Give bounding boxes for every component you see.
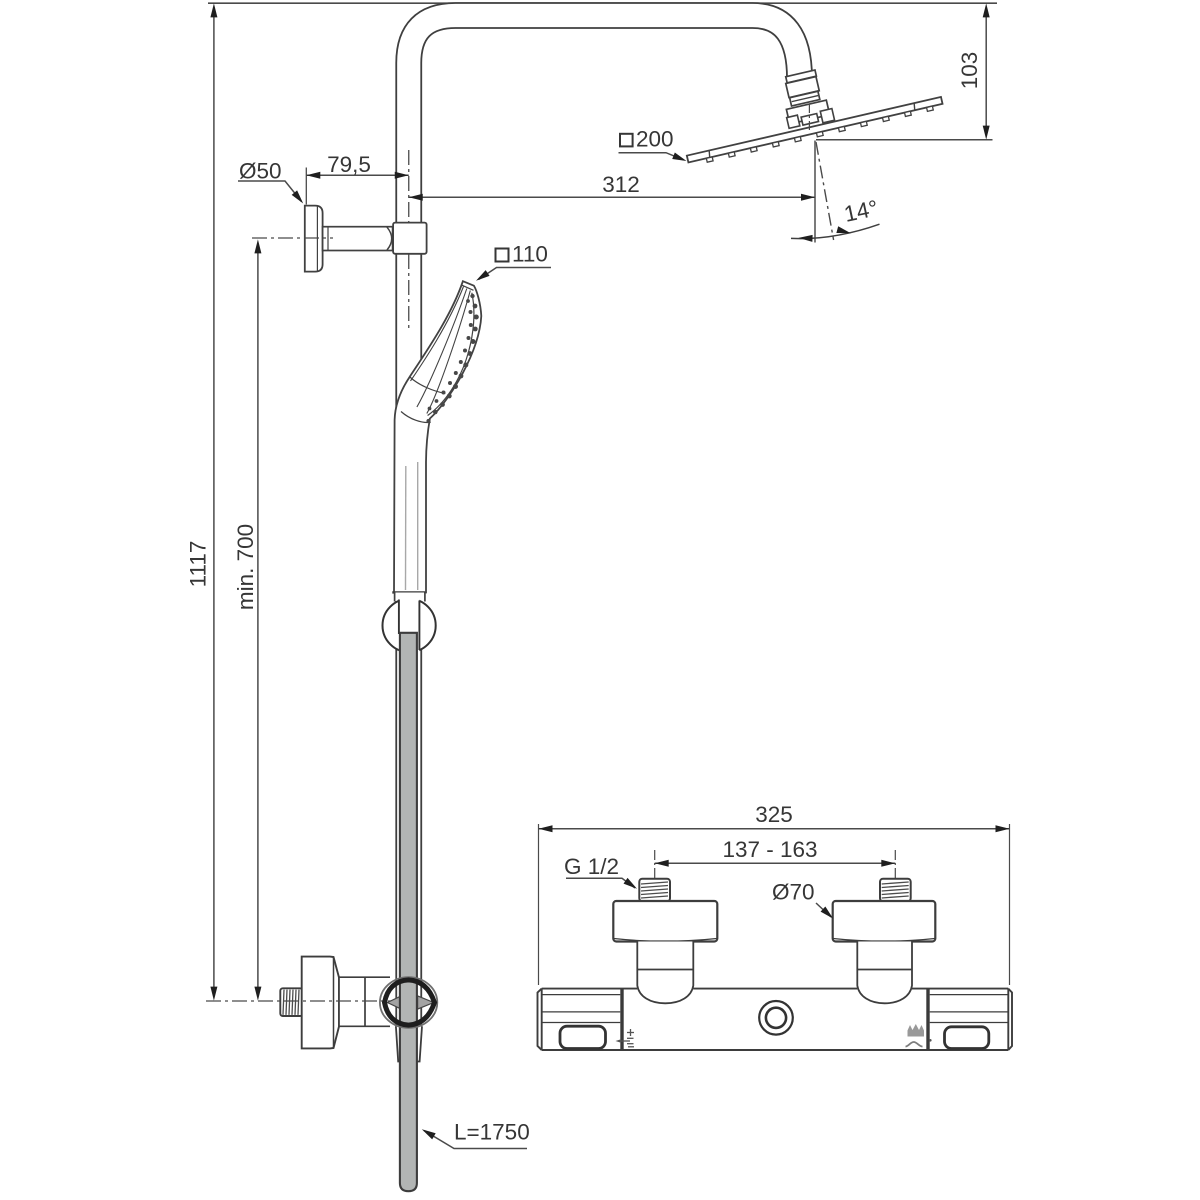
- svg-text:103: 103: [957, 52, 982, 90]
- svg-text:Ø70: Ø70: [772, 880, 815, 905]
- svg-text:G 1/2: G 1/2: [564, 854, 619, 879]
- svg-text:312: 312: [602, 172, 640, 197]
- svg-text:137 - 163: 137 - 163: [722, 837, 817, 862]
- svg-text:200: 200: [636, 126, 674, 151]
- svg-text:79,5: 79,5: [327, 152, 371, 177]
- svg-text:1117: 1117: [186, 541, 211, 588]
- svg-text:min. 700: min. 700: [233, 524, 258, 610]
- svg-text:110: 110: [512, 242, 548, 267]
- svg-text:Ø50: Ø50: [239, 159, 282, 184]
- svg-text:325: 325: [755, 802, 793, 827]
- svg-text:L=1750: L=1750: [454, 1120, 530, 1145]
